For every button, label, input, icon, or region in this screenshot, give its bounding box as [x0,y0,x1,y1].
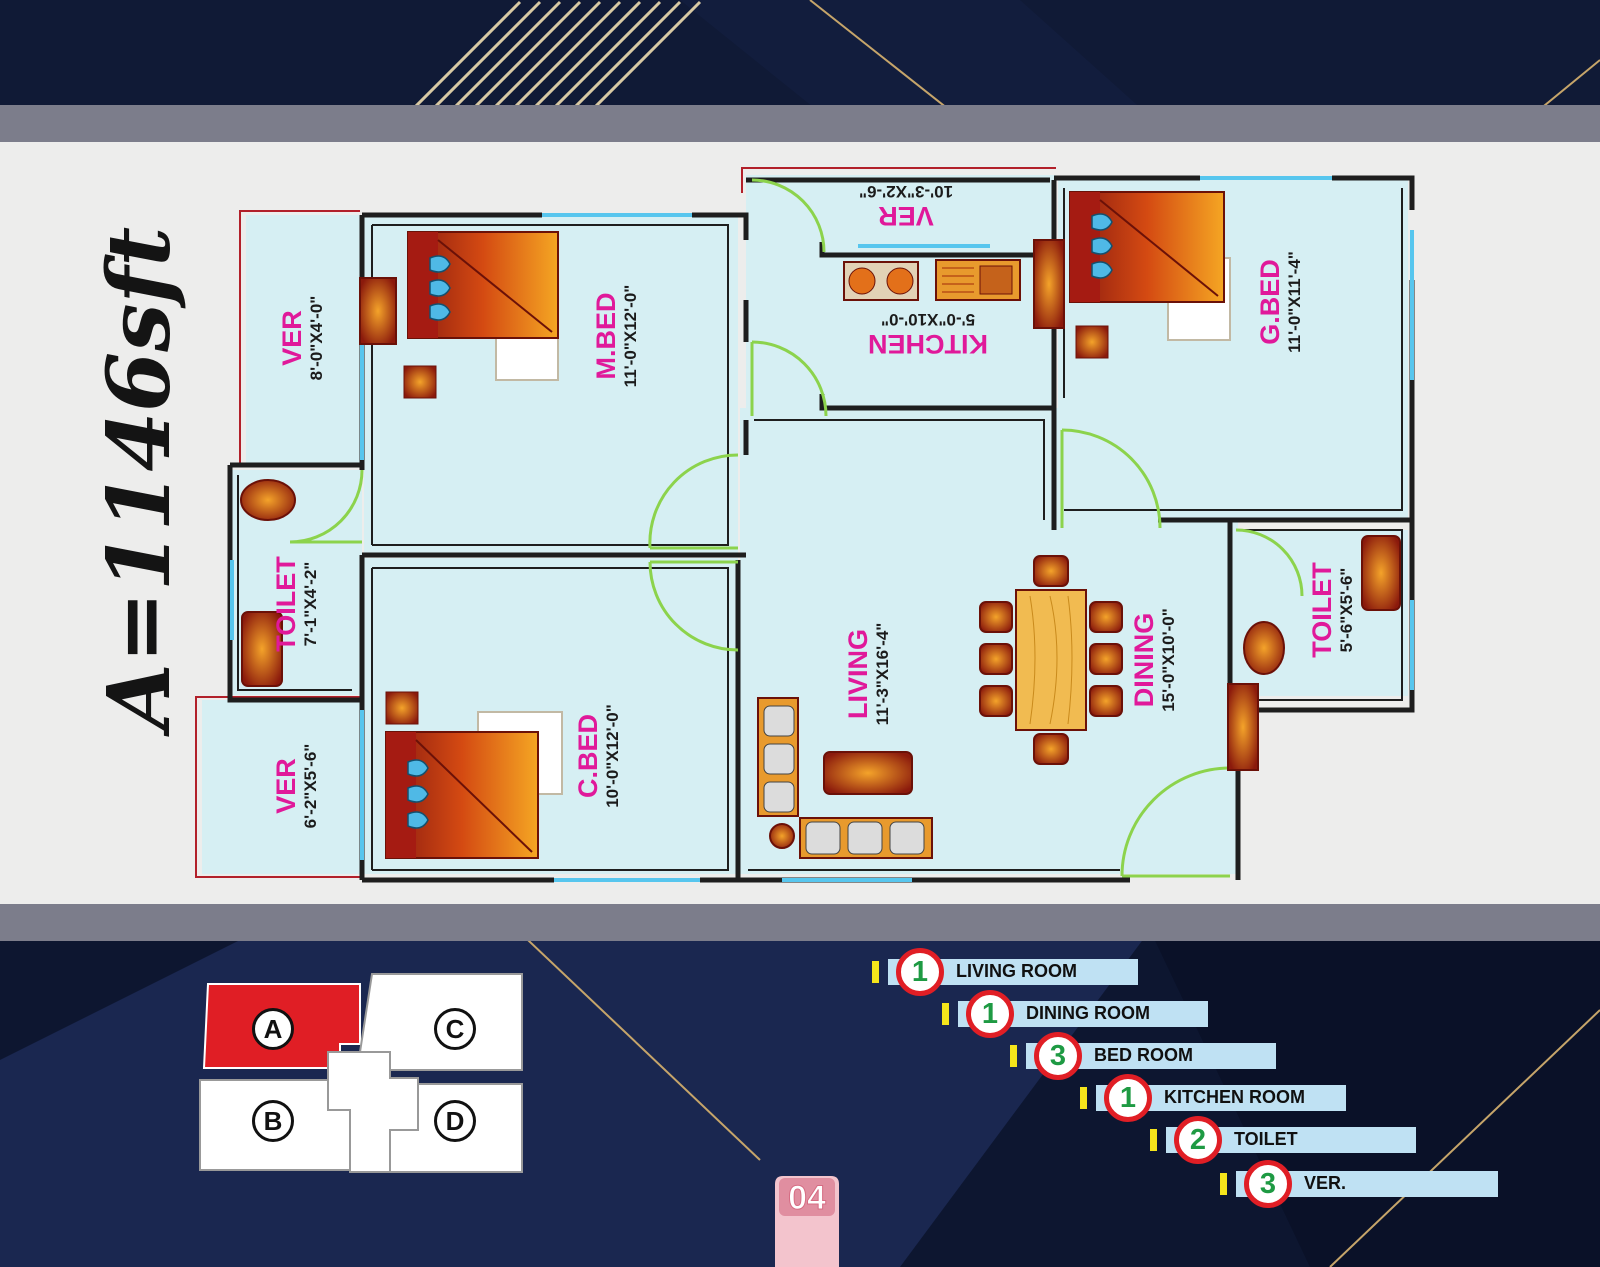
page-tab [775,1176,839,1267]
legend-label: DINING ROOM [1026,1003,1150,1023]
door-leaves [290,342,1230,878]
legend-label: TOILET [1234,1129,1298,1149]
door-swings [289,178,1304,877]
key-unit-a-label: A [252,1008,294,1050]
bottom-grey-band [0,904,1600,941]
legend-tick [942,1003,949,1025]
legend-count: 1 [896,948,944,996]
inner-walls [237,188,1403,871]
legend-tick [872,961,879,983]
legend-tick [1150,1129,1157,1151]
bed-g [1069,191,1231,359]
toilet-left-fixtures [240,479,296,687]
living-sofa [757,697,933,859]
toilet-right-fixtures [1243,535,1401,675]
key-core-shape [327,1051,419,1173]
legend-tick [1080,1087,1087,1109]
legend-count: 1 [966,990,1014,1038]
kitchen-stove [843,261,919,301]
legend-tick [1220,1173,1227,1195]
legend-count: 3 [1244,1160,1292,1208]
windows [230,176,1414,882]
key-plan [199,973,523,1173]
dining-set [979,555,1123,765]
legend-tick [1010,1045,1017,1067]
page-number: 04 [788,1179,827,1218]
key-unit-b-label: B [252,1100,294,1142]
legend-label: LIVING ROOM [956,961,1077,981]
key-unit-d-label: D [434,1100,476,1142]
top-grey-band [0,105,1600,142]
legend-count: 3 [1034,1032,1082,1080]
kitchen-sink [935,259,1021,301]
legend-count: 1 [1104,1074,1152,1122]
wardrobes [359,239,1259,771]
legend-label: KITCHEN ROOM [1164,1087,1305,1107]
veranda-outlines [195,167,1056,878]
bed-c [385,691,563,859]
legend-count: 2 [1174,1116,1222,1164]
bed-m [403,231,559,399]
legend-label: BED ROOM [1094,1045,1193,1065]
legend-label: VER. [1304,1173,1347,1193]
key-unit-c-label: C [434,1008,476,1050]
